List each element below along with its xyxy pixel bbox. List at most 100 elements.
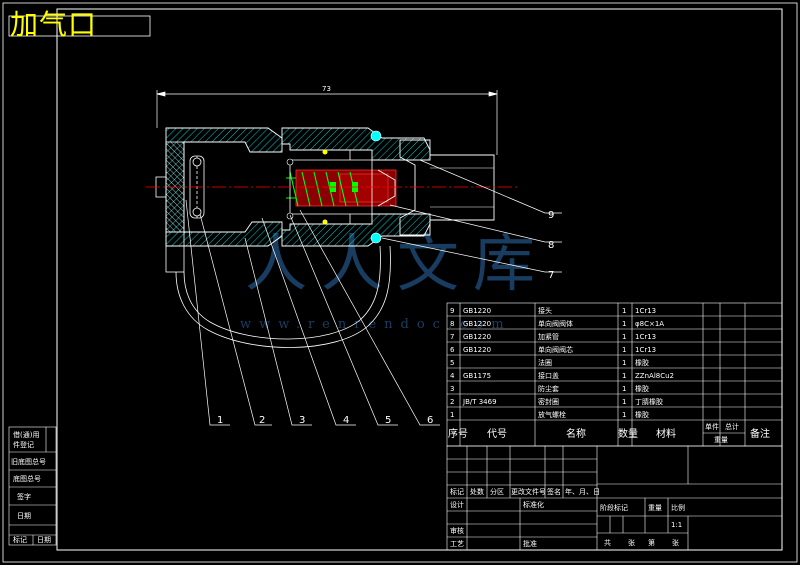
title-block-grid — [446, 445, 783, 551]
left-strip-labels: 借(通)用 件登记 旧底图总号 底图总号 签字 日期 标记 日期 — [11, 430, 51, 544]
tb-sheet-no: 第 — [648, 538, 655, 547]
strip-label-4: 底图总号 — [13, 474, 41, 483]
title-box — [8, 15, 151, 37]
strip-label-6: 日期 — [17, 512, 31, 520]
nozzle-body — [399, 139, 495, 236]
header-material: 材料 — [656, 427, 676, 440]
parts-cell-name: 密封圈 — [538, 397, 559, 406]
callout-8: 8 — [548, 240, 554, 251]
parts-cell-material: ZZnAl8Cu2 — [635, 372, 674, 380]
callout-9: 9 — [548, 210, 554, 221]
parts-list-grid — [446, 302, 783, 447]
tb-process: 工艺 — [450, 540, 464, 548]
strip-label-1: 借(通)用 — [13, 430, 39, 439]
dust-cover — [165, 231, 391, 348]
parts-cell-qty: 1 — [622, 346, 626, 354]
parts-cell-no: 8 — [450, 320, 454, 328]
parts-cell-name: 接头 — [538, 306, 552, 315]
tb-sheet-total: 共 — [604, 538, 611, 547]
callout-3: 3 — [299, 415, 305, 426]
parts-cell-name: 单向阀阀芯 — [538, 345, 573, 354]
parts-cell-code: GB1220 — [463, 346, 491, 354]
tb-sign: 签名 — [547, 487, 561, 496]
header-code: 代号 — [487, 428, 507, 440]
parts-cell-no: 4 — [450, 372, 455, 380]
inner-border — [56, 8, 783, 551]
tb-zone: 分区 — [490, 487, 504, 496]
tb-date: 年、月、日 — [565, 487, 600, 496]
tb-weight: 重量 — [648, 504, 662, 512]
tb-mark: 标记 — [450, 487, 464, 496]
parts-cell-qty: 1 — [622, 320, 626, 328]
parts-cell-name: 加紧管 — [538, 332, 559, 341]
header-weight: 重量 — [714, 436, 728, 444]
strip-label-7: 标记 — [13, 535, 27, 544]
parts-cell-material: φ8C×1A — [635, 320, 664, 328]
header-name: 名称 — [566, 427, 586, 440]
header-unit-weight: 单件 — [705, 422, 719, 431]
callout-6: 6 — [427, 415, 433, 426]
title-block-labels: 标记 处数 分区 更改文件号 签名 年、月、日 设计 标准化 阶段标记 重量 比… — [450, 487, 685, 548]
parts-cell-qty: 1 — [622, 307, 626, 315]
tb-scale: 比例 — [671, 503, 685, 512]
tb-scale-value: 1:1 — [671, 521, 682, 529]
parts-cell-no: 9 — [450, 307, 454, 315]
tb-stage-mark: 阶段标记 — [600, 503, 628, 512]
parts-cell-qty: 1 — [622, 333, 626, 341]
parts-cell-material: 丁腈橡胶 — [635, 397, 663, 406]
strip-label-5: 签字 — [17, 492, 31, 501]
parts-cell-qty: 1 — [622, 359, 626, 367]
parts-cell-material: 橡胶 — [635, 384, 649, 393]
parts-cell-qty: 1 — [622, 398, 626, 406]
parts-cell-name: 单向阀阀体 — [538, 319, 573, 328]
parts-cell-name: 法圈 — [538, 358, 552, 367]
strip-label-8: 日期 — [37, 536, 51, 544]
tb-review: 审核 — [450, 526, 464, 535]
parts-cell-name: 放气螺栓 — [538, 410, 566, 419]
header-remark: 备注 — [750, 427, 770, 440]
parts-cell-qty: 1 — [622, 411, 626, 419]
strip-label-2: 件登记 — [13, 440, 34, 449]
tb-design: 设计 — [450, 500, 464, 509]
parts-cell-code: GB1220 — [463, 320, 491, 328]
dimension-text: 73 — [322, 85, 331, 93]
header-total-weight: 总计 — [725, 422, 739, 431]
tb-standardize: 标准化 — [523, 500, 544, 509]
parts-cell-material: 1Cr13 — [635, 333, 656, 341]
parts-header: 序号 代号 名称 数量 材料 单件 总计 重量 备注 — [448, 422, 770, 444]
tb-change-doc: 更改文件号 — [511, 487, 546, 496]
parts-cell-no: 3 — [450, 385, 454, 393]
tb-sheet-word2: 张 — [672, 538, 679, 547]
valve-body-upper — [281, 127, 431, 161]
o-ring-top — [370, 130, 382, 142]
parts-cell-code: GB1220 — [463, 307, 491, 315]
tb-approve: 批准 — [523, 539, 537, 548]
dimension-73 — [156, 90, 498, 155]
parts-cell-no: 2 — [450, 398, 454, 406]
valve-body-lower — [281, 213, 431, 247]
parts-cell-qty: 1 — [622, 372, 626, 380]
parts-cell-no: 6 — [450, 346, 455, 354]
parts-cell-no: 1 — [450, 411, 454, 419]
parts-cell-qty: 1 — [622, 385, 626, 393]
callout-5: 5 — [385, 415, 391, 426]
watermark-url: www.renrendoc.com — [240, 317, 512, 332]
parts-cell-no: 7 — [450, 333, 454, 341]
left-strip — [8, 426, 57, 546]
callout-4: 4 — [343, 415, 349, 426]
parts-cell-code: GB1220 — [463, 333, 491, 341]
tb-count: 处数 — [470, 487, 484, 496]
strip-label-3: 旧底图总号 — [11, 457, 46, 466]
parts-cell-material: 1Cr13 — [635, 307, 656, 315]
parts-cell-name: 防尘套 — [538, 384, 559, 393]
callout-labels: 1 2 3 4 5 6 7 8 9 — [217, 210, 554, 426]
callout-7: 7 — [548, 270, 554, 281]
header-no: 序号 — [448, 427, 468, 440]
parts-cell-material: 1Cr13 — [635, 346, 656, 354]
parts-cell-code: JB/T 3469 — [462, 398, 497, 406]
parts-cell-material: 橡胶 — [635, 358, 649, 367]
o-ring-bottom — [370, 232, 382, 244]
